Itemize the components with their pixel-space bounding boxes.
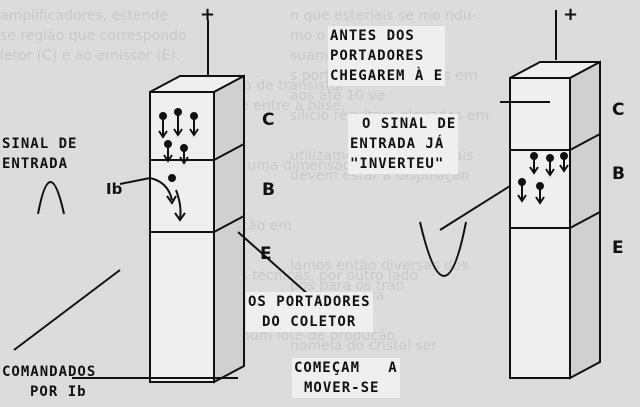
left-transistor	[13, 20, 311, 384]
commanded-label: COMANDADOS POR Ib	[2, 362, 96, 402]
left-plus-sign: +	[200, 4, 216, 25]
before-carriers-label: ANTES DOS PORTADORES CHEGAREM À E	[328, 26, 446, 86]
commanded-line-2: POR Ib	[30, 384, 87, 400]
right-plus-sign: +	[563, 4, 579, 25]
left-front-face	[149, 91, 215, 383]
input-signal-line-2: ENTRADA	[2, 156, 69, 172]
left-input-signal-curve	[37, 181, 65, 215]
svg-text:n que esteriais se mo ndu-: n que esteriais se mo ndu-	[290, 8, 477, 24]
begin-move-line-2: MOVER-SE	[304, 380, 380, 396]
right-collector-label: C	[612, 100, 625, 120]
svg-text:nomeia do cristal ser: nomeia do cristal ser	[290, 338, 437, 354]
collector-carriers-label: OS PORTADORES DO COLETOR	[246, 292, 373, 332]
left-carrier-arrows	[149, 108, 199, 222]
svg-text:letor (C) e ao emissor (E).: letor (C) e ao emissor (E).	[0, 48, 180, 64]
right-transistor	[419, 10, 601, 380]
svg-text:lamos então diversas dos: lamos então diversas dos	[290, 258, 469, 274]
input-signal-label: SINAL DE ENTRADA	[2, 134, 77, 174]
signal-inverted-line-2: ENTRADA JÁ	[350, 136, 445, 152]
left-emitter-label: E	[260, 244, 272, 264]
svg-text:que num lote de produção: que num lote de produção	[210, 328, 395, 344]
before-carriers-line-3: CHEGAREM À E	[330, 68, 444, 84]
svg-text:se região que correspondo: se região que correspondo	[0, 28, 187, 44]
left-ib-label: Ib	[106, 180, 123, 198]
commanded-line-1: COMANDADOS	[2, 364, 97, 380]
left-base-label: B	[262, 180, 275, 200]
begin-move-label: COMEÇAM A MOVER-SE	[292, 358, 400, 398]
right-carrier-arrows	[517, 152, 569, 205]
collector-carriers-line-1: OS PORTADORES	[248, 294, 371, 310]
svg-text:Estas técnicas, por outro lado: Estas técnicas, por outro lado	[210, 268, 418, 284]
svg-text:aos até 10 ve: aos até 10 ve	[290, 88, 385, 104]
svg-text:pos para os tran: pos para os tran	[290, 278, 404, 294]
left-collector-label: C	[262, 110, 275, 130]
svg-text:amplificadores, estende: amplificadores, estende	[0, 8, 168, 24]
right-inverted-signal-curve	[419, 221, 467, 277]
collector-carriers-line-2: DO COLETOR	[262, 314, 357, 330]
right-base-label: B	[612, 164, 625, 184]
before-carriers-line-2: PORTADORES	[330, 48, 425, 64]
signal-inverted-line-3: "INVERTEU"	[350, 156, 445, 172]
input-signal-line-1: SINAL DE	[2, 136, 78, 152]
begin-move-line-1: COMEÇAM A	[294, 360, 398, 376]
before-carriers-line-1: ANTES DOS	[330, 28, 415, 44]
left-side-face	[213, 74, 245, 384]
right-emitter-label: E	[612, 238, 624, 258]
signal-inverted-label: O SINAL DE ENTRADA JÁ "INVERTEU"	[348, 114, 459, 174]
signal-inverted-line-1: O SINAL DE	[362, 116, 457, 132]
